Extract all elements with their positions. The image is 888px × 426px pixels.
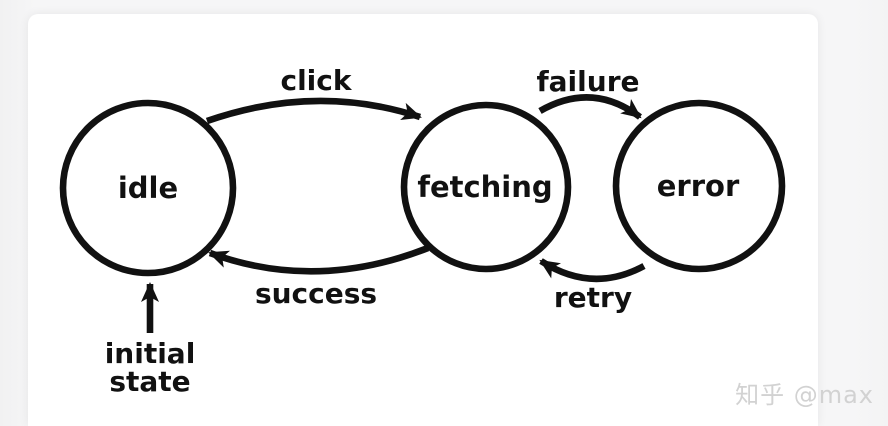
state-label-error: error <box>657 169 740 203</box>
watermark: 知乎 @max <box>735 381 874 409</box>
state-circle-error <box>612 99 786 273</box>
transition-success-arrow <box>208 244 430 275</box>
transition-retry-arrow <box>539 258 646 283</box>
transition-failure-arrow <box>538 94 642 120</box>
content-card <box>28 14 818 426</box>
initial-state-label-line2: state <box>109 365 190 398</box>
transition-click-arrow <box>205 97 422 125</box>
transition-click-label: click <box>280 64 352 97</box>
state-circle-idle <box>59 99 237 277</box>
state-label-fetching: fetching <box>417 170 552 204</box>
state-label-idle: idle <box>118 171 178 205</box>
transition-failure-label: failure <box>536 65 639 98</box>
transition-retry-label: retry <box>554 281 632 314</box>
transition-success-label: success <box>255 277 377 310</box>
initial-state-label-line1: initial <box>105 337 196 370</box>
state-circle-fetching <box>400 101 572 273</box>
